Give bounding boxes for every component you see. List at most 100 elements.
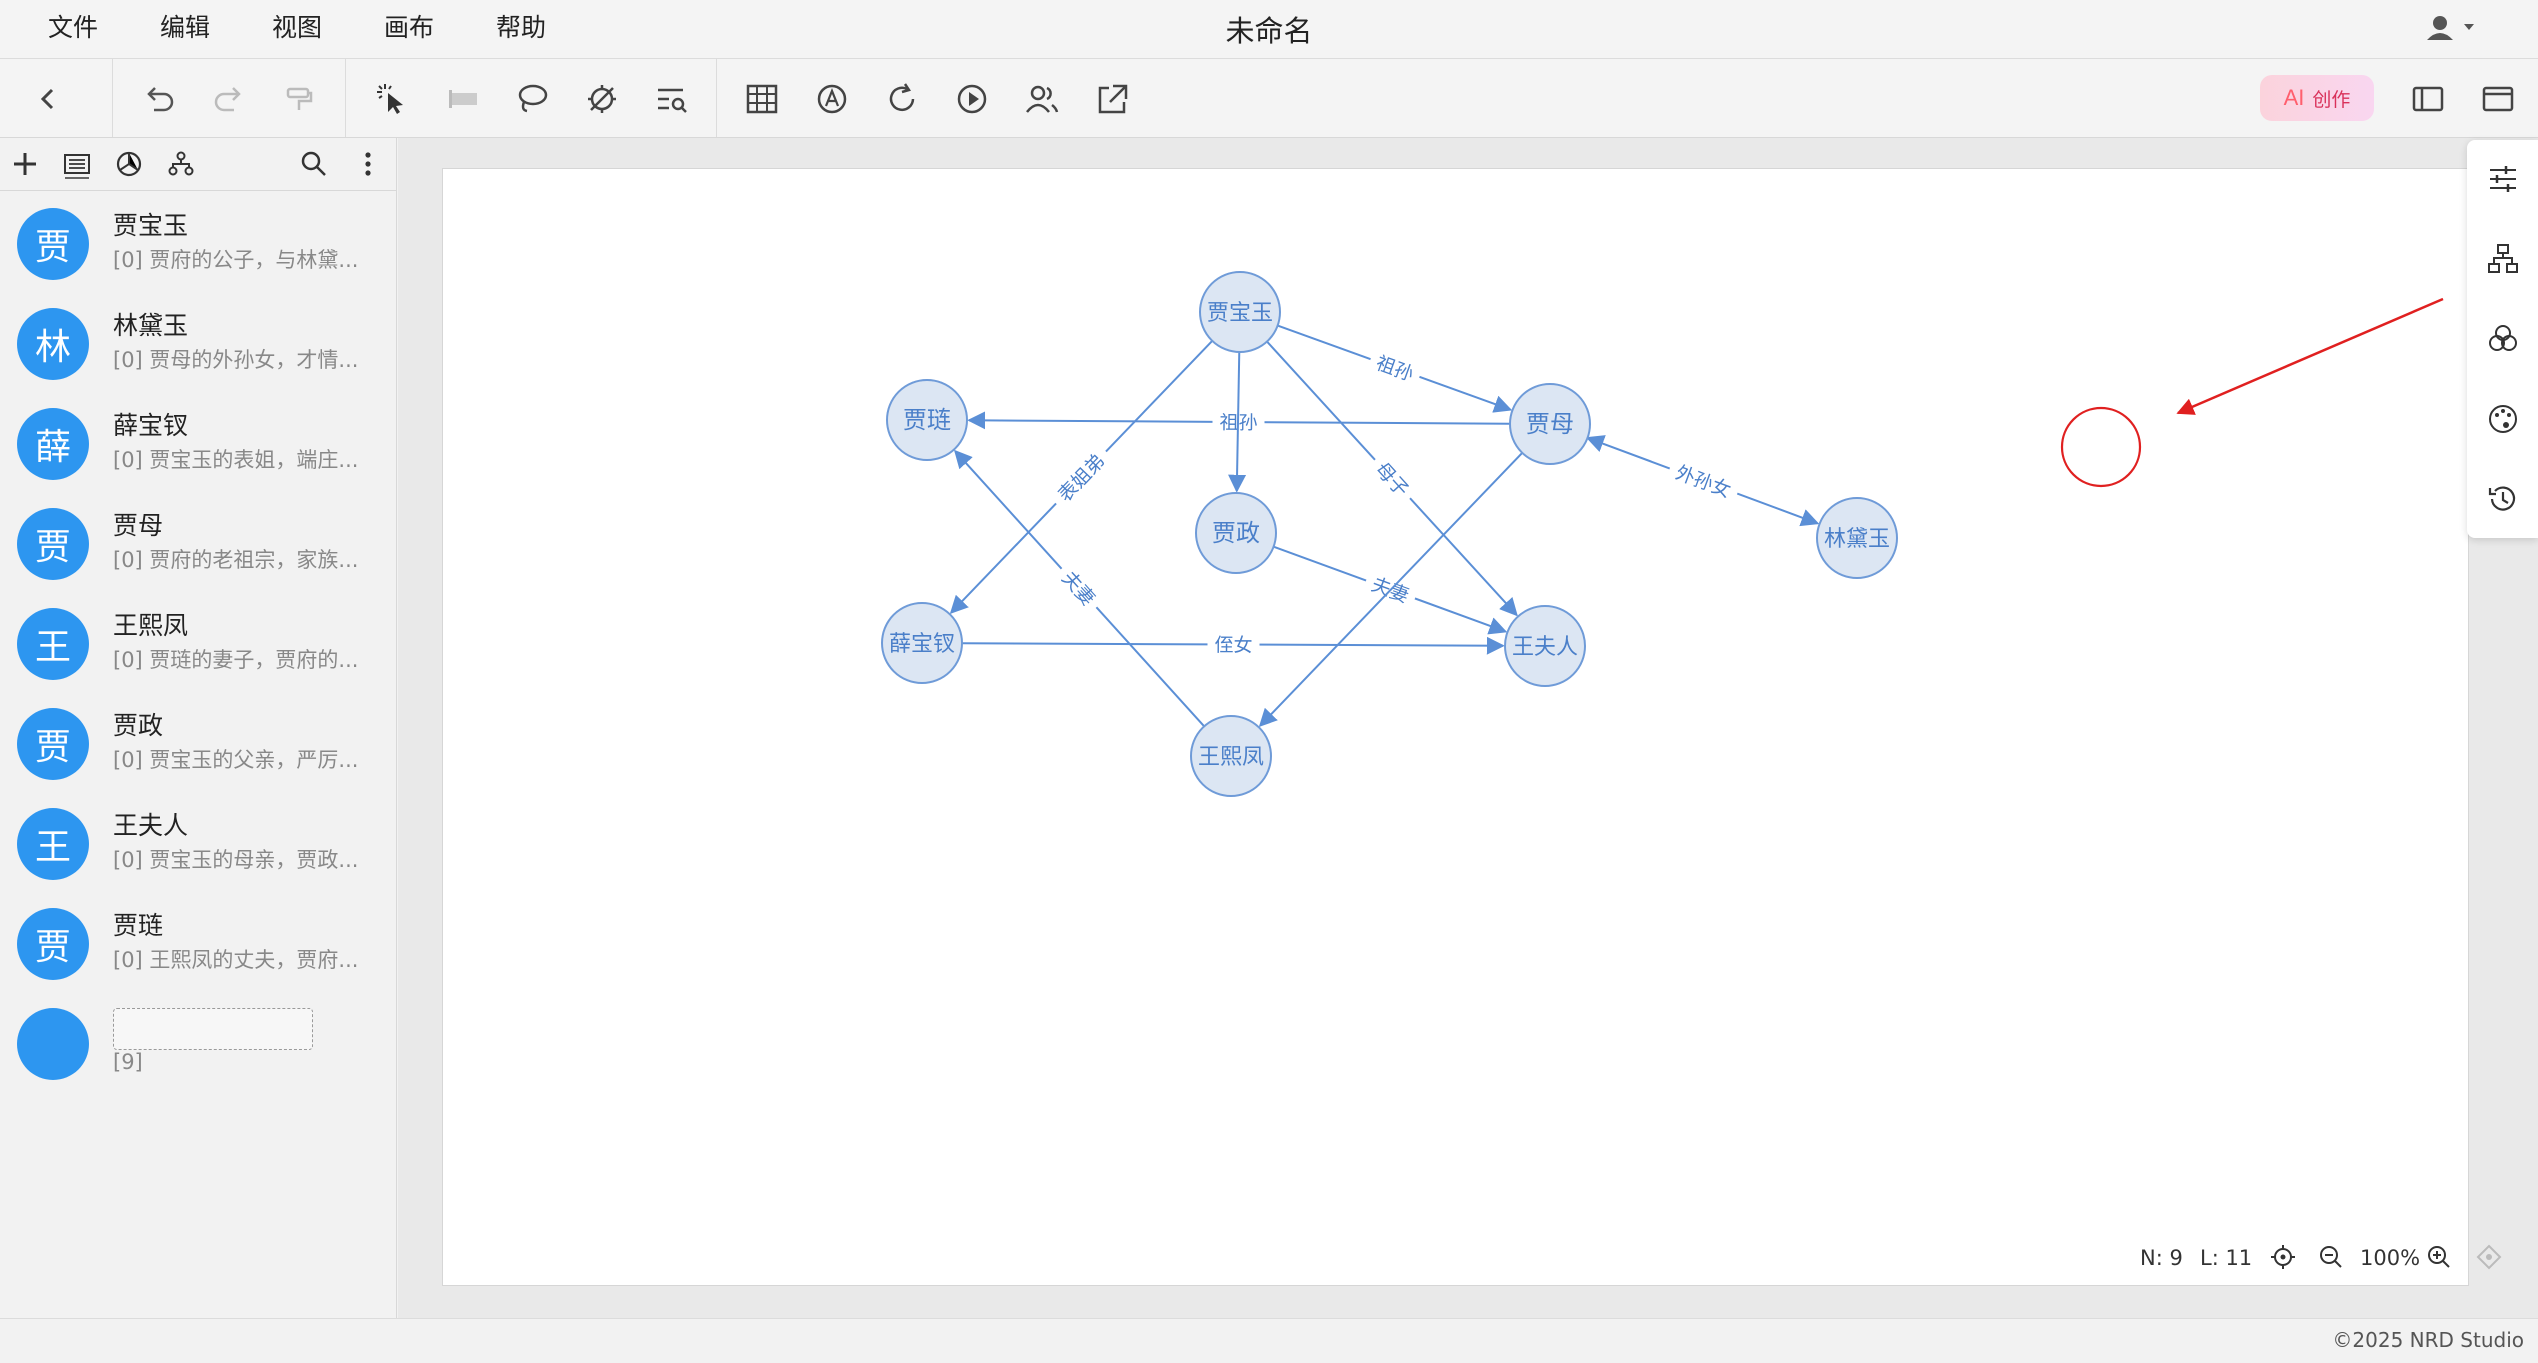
graph-edge[interactable] — [1228, 351, 1247, 493]
tree-view-button[interactable] — [163, 146, 199, 182]
toggle-panel-button[interactable] — [2476, 77, 2520, 121]
list-item[interactable]: 贾贾政[0] 贾宝玉的父亲，严厉... — [0, 700, 396, 800]
menu-canvas[interactable]: 画布 — [384, 13, 435, 42]
zoom-out-icon — [2320, 1246, 2342, 1268]
flag-icon — [449, 90, 477, 108]
ai-create-button[interactable]: AI 创作 — [2260, 75, 2374, 121]
avatar: 薛 — [17, 408, 89, 480]
list-view-button[interactable] — [59, 146, 95, 182]
document-title: 未命名 — [1225, 14, 1313, 48]
cursor-click-icon — [377, 84, 403, 114]
menu-file[interactable]: 文件 — [48, 13, 99, 42]
annotation-arrow — [2176, 297, 2444, 415]
fit-view-button[interactable] — [2270, 1244, 2296, 1275]
graph-node[interactable]: 贾政 — [1195, 492, 1277, 574]
list-item[interactable]: 王王夫人 [0] 贾宝玉的母亲，贾政... — [0, 800, 396, 900]
back-button[interactable] — [26, 77, 70, 121]
edge-label: 侄女 — [1207, 631, 1260, 658]
avatar: 林 — [17, 308, 89, 380]
toggle-sidebar-button[interactable] — [2406, 77, 2450, 121]
format-painter-icon — [286, 87, 313, 110]
list-icon — [64, 154, 90, 179]
history-icon — [2488, 486, 2516, 511]
node-label: 薛宝钗 — [889, 632, 955, 657]
hierarchy-icon — [168, 151, 194, 176]
locate-button[interactable] — [2476, 1244, 2502, 1275]
new-item-name-input[interactable] — [113, 1008, 313, 1050]
external-link-icon — [1098, 84, 1128, 114]
history-button[interactable] — [2484, 480, 2522, 518]
item-name: 贾宝玉 — [113, 211, 189, 240]
create-label: 创作 — [2312, 88, 2351, 111]
item-description: [9] — [113, 1050, 143, 1074]
plus-icon — [14, 153, 36, 175]
node-label: 贾母 — [1526, 410, 1574, 438]
lasso-tool-button[interactable] — [510, 77, 554, 121]
zoom-in-button[interactable] — [2426, 1244, 2452, 1275]
settings-button[interactable] — [2484, 160, 2522, 198]
item-name: 王夫人 — [113, 811, 189, 840]
undo-icon — [147, 87, 174, 112]
zoom-out-button[interactable] — [2318, 1244, 2344, 1275]
graph-node[interactable]: 薛宝钗 — [881, 602, 963, 684]
search-button[interactable] — [296, 146, 332, 182]
list-item[interactable]: 贾贾母[0] 贾府的老祖宗，家族... — [0, 500, 396, 600]
refresh-button[interactable] — [880, 77, 924, 121]
layout-button[interactable] — [2484, 240, 2522, 278]
user-menu[interactable] — [2422, 12, 2482, 50]
collaborators-button[interactable] — [1020, 77, 1064, 121]
more-options-button[interactable] — [350, 146, 386, 182]
auto-layout-button[interactable] — [810, 77, 854, 121]
edge-label-text: 侄女 — [1214, 634, 1252, 656]
graph-node[interactable]: 王夫人 — [1504, 605, 1586, 687]
item-name: 林黛玉 — [113, 311, 189, 340]
search-filter-button[interactable] — [650, 77, 694, 121]
list-item[interactable]: 贾贾宝玉[0] 贾府的公子，与林黛... — [0, 200, 396, 300]
list-item[interactable]: 王王熙凤[0] 贾琏的妻子，贾府的... — [0, 600, 396, 700]
add-node-button[interactable] — [7, 146, 43, 182]
export-button[interactable] — [1090, 77, 1134, 121]
redo-button[interactable] — [207, 77, 251, 121]
play-button[interactable] — [950, 77, 994, 121]
undo-button[interactable] — [137, 77, 181, 121]
list-item[interactable]: 贾贾琏[0] 王熙凤的丈夫，贾府... — [0, 900, 396, 1000]
style-button[interactable] — [2484, 400, 2522, 438]
node-label: 王熙凤 — [1198, 745, 1264, 770]
flag-button[interactable] — [440, 77, 484, 121]
graph-node[interactable]: 贾琏 — [886, 379, 968, 461]
menu-edit[interactable]: 编辑 — [160, 13, 211, 42]
graph-edge[interactable] — [1258, 452, 1524, 728]
palette-icon — [2489, 405, 2517, 433]
select-tool-button[interactable] — [370, 77, 414, 121]
avatar: 王 — [17, 808, 89, 880]
list-item[interactable]: [9] — [0, 1000, 396, 1100]
redo-icon — [214, 87, 241, 112]
node-label: 林黛玉 — [1824, 527, 1890, 552]
item-description: [0] 贾宝玉的母亲，贾政... — [113, 848, 359, 872]
format-painter-button[interactable] — [277, 77, 321, 121]
sliders-icon — [2490, 166, 2516, 192]
hide-node-button[interactable] — [580, 77, 624, 121]
user-icon — [2427, 16, 2474, 40]
users-icon — [1026, 85, 1059, 113]
menu-view[interactable]: 视图 — [272, 13, 323, 42]
menu-help[interactable]: 帮助 — [496, 13, 547, 42]
group-button[interactable] — [2484, 320, 2522, 358]
graph-node[interactable]: 贾母 — [1509, 383, 1591, 465]
list-item[interactable]: 薛薛宝钗[0] 贾宝玉的表姐，端庄... — [0, 400, 396, 500]
graph-node[interactable]: 王熙凤 — [1190, 715, 1272, 797]
graph-node[interactable]: 贾宝玉 — [1199, 271, 1281, 353]
ai-label: AI — [2283, 85, 2305, 110]
graph-node[interactable]: 林黛玉 — [1816, 497, 1898, 579]
pie-chart-icon — [116, 151, 142, 177]
table-button[interactable] — [740, 77, 784, 121]
list-item[interactable]: 林林黛玉[0] 贾母的外孙女，才情... — [0, 300, 396, 400]
stats-view-button[interactable] — [111, 146, 147, 182]
footer: ©2025 NRD Studio — [0, 1318, 2538, 1363]
node-label: 贾琏 — [903, 406, 951, 434]
item-name: 王熙凤 — [113, 611, 189, 640]
item-name: 贾母 — [113, 511, 164, 540]
diamond-target-icon — [2476, 1244, 2502, 1270]
